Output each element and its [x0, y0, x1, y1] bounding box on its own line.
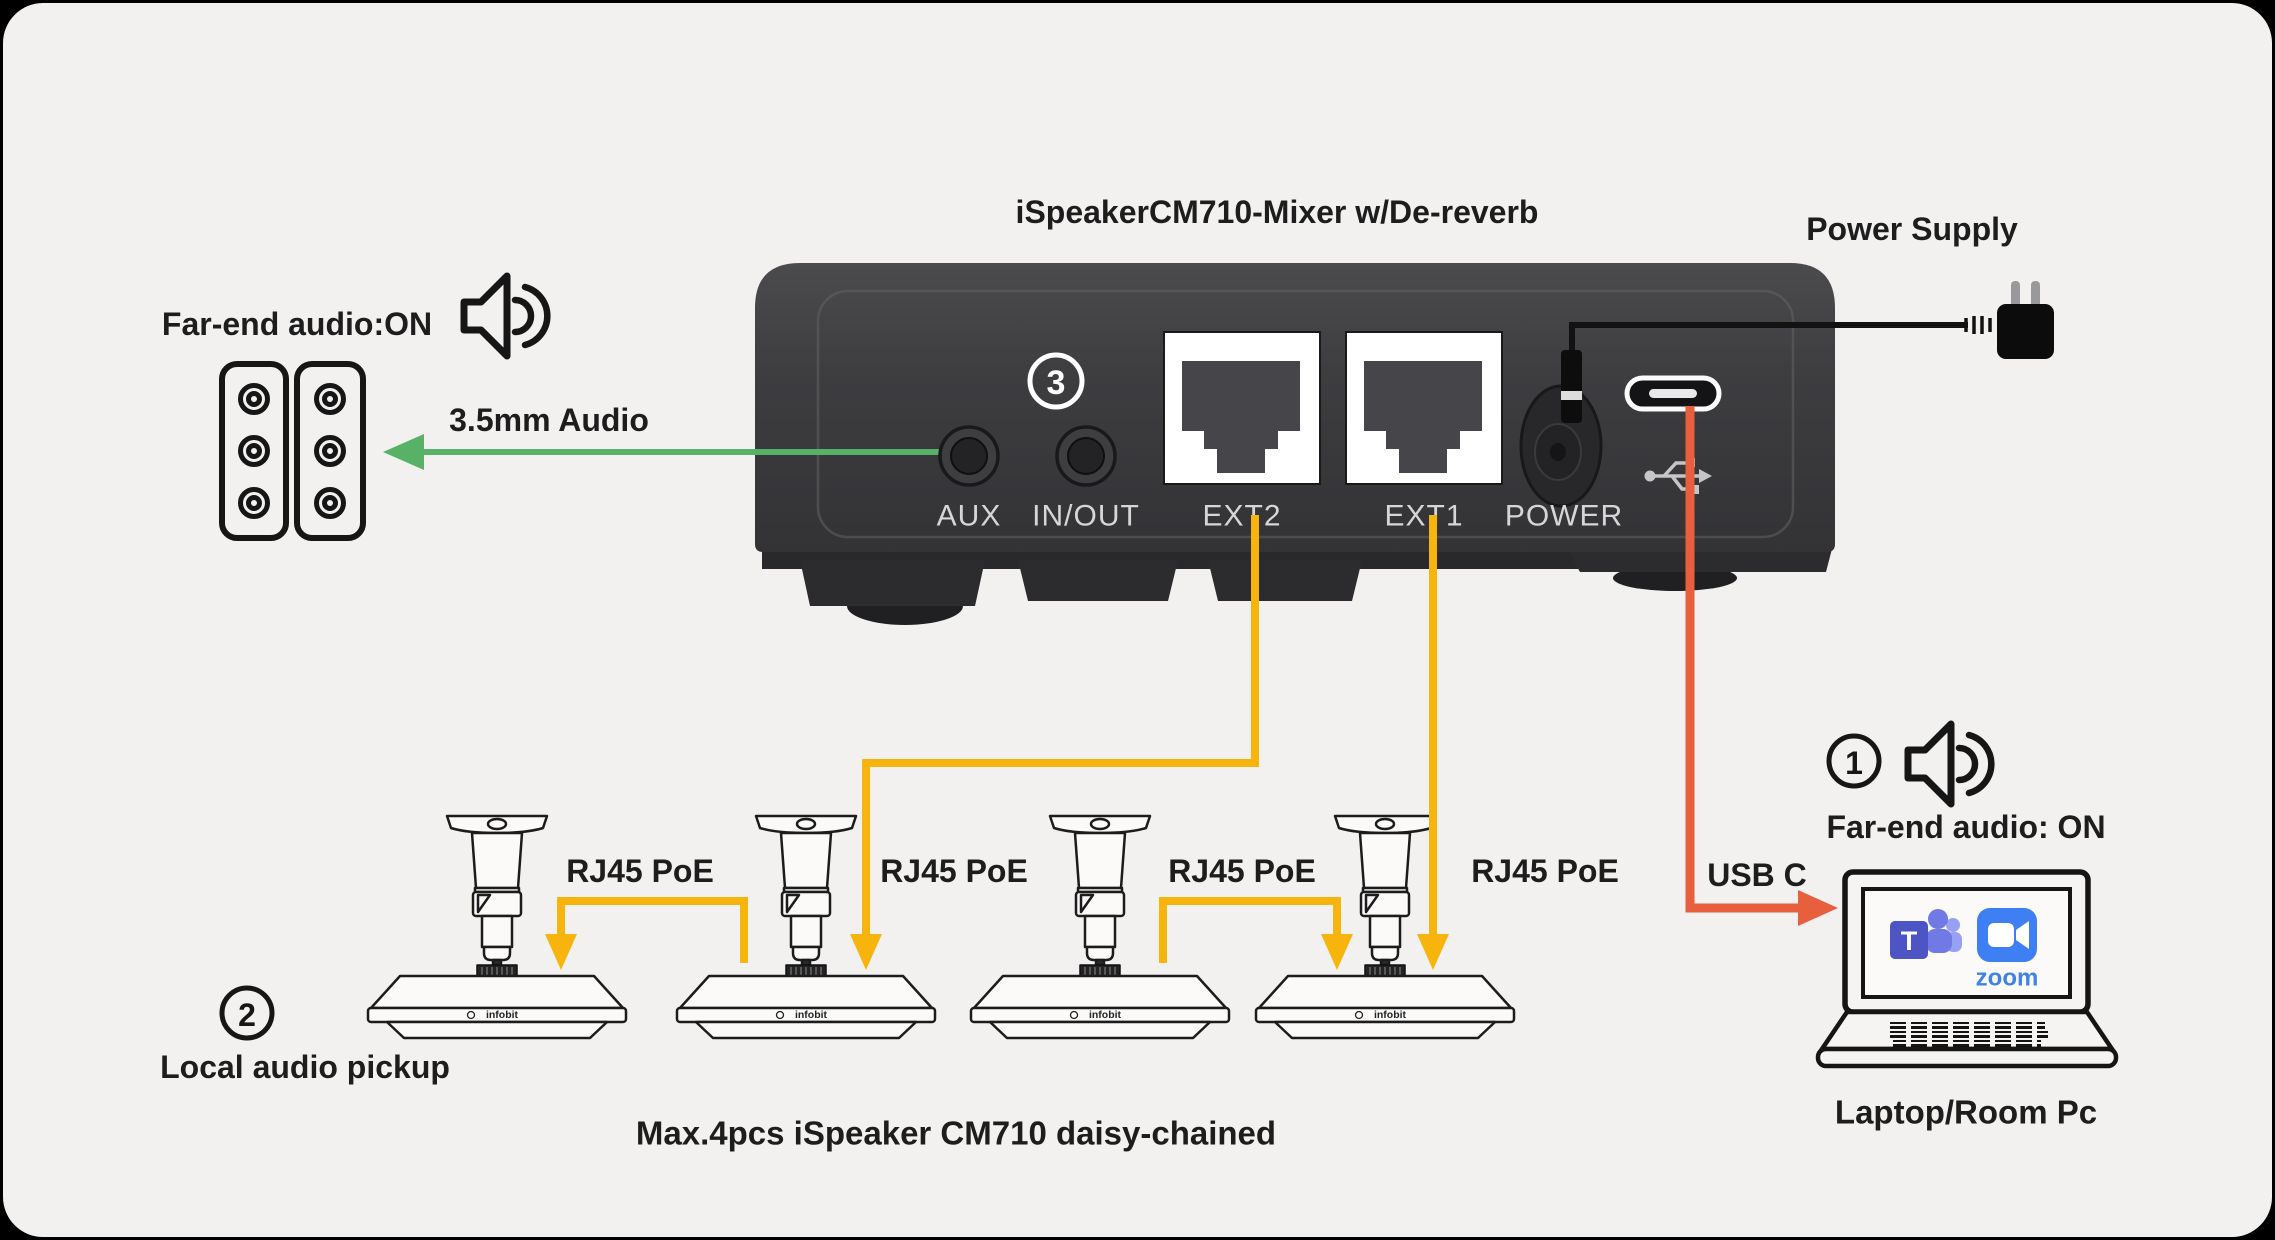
laptop-caption: Laptop/Room Pc	[1835, 1094, 2097, 1131]
rj45-poe-label-3: RJ45 PoE	[1168, 853, 1316, 889]
usb-c-cable	[1685, 406, 1838, 926]
laptop-keys-row2	[1886, 1031, 2048, 1038]
rj45-poe-label-2: RJ45 PoE	[880, 853, 1028, 889]
aux-audio-cable	[383, 434, 950, 470]
power-cable	[1569, 322, 1968, 352]
ext2-rj45-port	[1163, 331, 1321, 485]
rj45-poe-label-1: RJ45 PoE	[566, 853, 714, 889]
port-label-power: POWER	[1505, 500, 1623, 533]
mixer-ports: 3 AUX IN/OUT	[937, 331, 1722, 533]
inout-jack	[1055, 425, 1117, 487]
port-label-ext1: EXT1	[1384, 500, 1463, 533]
poe-cables	[545, 515, 1449, 970]
ext1-rj45-port	[1345, 331, 1503, 485]
port-label-aux: AUX	[937, 500, 1002, 533]
device-front-panel-line	[816, 289, 1795, 539]
step-1-badge: 1	[1826, 733, 1882, 789]
laptop-keys-row3	[1893, 1040, 2041, 1047]
right-far-end-audio-label: Far-end audio: ON	[1826, 809, 2105, 845]
step-3-number: 3	[1047, 364, 1066, 402]
usb-cable-arrowhead	[1798, 890, 1838, 926]
step-3-badge: 3	[1027, 352, 1085, 410]
poe-cable-sp3-to-sp4	[1159, 897, 1341, 963]
usb-c-port	[1624, 375, 1722, 412]
power-adapter	[1997, 281, 2054, 359]
left-far-end-audio-label: Far-end audio:ON	[162, 306, 432, 342]
laptop: T zoom	[1815, 869, 2119, 1069]
teams-icon: T	[1890, 909, 1962, 959]
zoom-icon: zoom	[1976, 908, 2039, 992]
step-1-number: 1	[1845, 745, 1863, 781]
power-supply-label: Power Supply	[1806, 211, 2018, 247]
teams-icon-letter: T	[1901, 926, 1918, 956]
step-2-number: 2	[238, 997, 256, 1033]
power-supply-assembly	[1561, 281, 2054, 423]
local-audio-pickup-label: Local audio pickup	[160, 1049, 450, 1085]
port-label-inout: IN/OUT	[1032, 500, 1140, 533]
diagram-title: iSpeakerCM710-Mixer w/De-reverb	[1016, 194, 1539, 230]
power-barrel-plug	[1561, 350, 1582, 423]
port-label-ext2: EXT2	[1202, 500, 1281, 533]
rj45-poe-label-4: RJ45 PoE	[1471, 853, 1619, 889]
zoom-icon-label: zoom	[1976, 965, 2039, 992]
wall-speakers-icon	[219, 361, 366, 541]
daisy-chain-caption: Max.4pcs iSpeaker CM710 daisy-chained	[636, 1115, 1276, 1152]
laptop-base-lip	[1815, 1046, 2119, 1069]
poe-cable-sp2-to-sp1	[557, 897, 748, 963]
poe-cable-ext2-to-sp2	[862, 515, 1259, 936]
step-2-badge: 2	[219, 985, 275, 1041]
aux-cable-label: 3.5mm Audio	[449, 402, 649, 438]
aux-cable-arrowhead	[383, 434, 424, 470]
usb-c-cable-label: USB C	[1707, 857, 1807, 893]
aux-jack	[938, 425, 1000, 487]
laptop-keys-row1	[1890, 1022, 2045, 1029]
